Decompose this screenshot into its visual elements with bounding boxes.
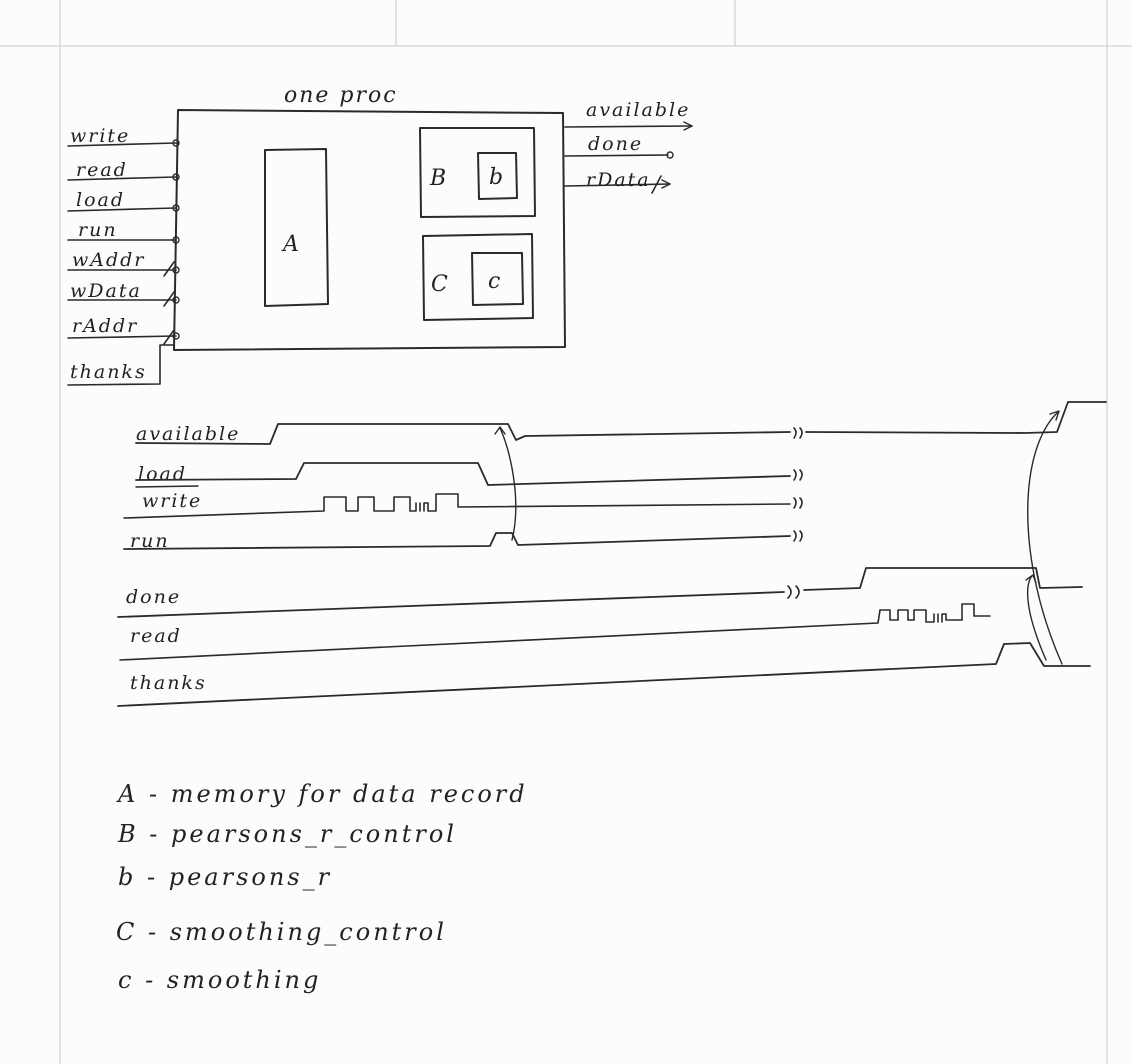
input-label-run: run xyxy=(78,219,118,241)
legend-item-c-lower: c - smoothing xyxy=(118,966,321,994)
input-label-thanks: thanks xyxy=(70,361,147,383)
one-proc-box xyxy=(173,109,566,351)
input-label-wdata: wData xyxy=(70,280,142,302)
module-c-inner-label: c xyxy=(488,269,502,294)
module-b-inner-label: b xyxy=(489,165,505,190)
waveform-load xyxy=(135,462,791,486)
module-c-box xyxy=(422,233,534,321)
timing-label-thanks: thanks xyxy=(130,672,207,694)
module-c-label: C xyxy=(431,272,450,297)
timing-label-read: read xyxy=(130,625,182,647)
timing-waveforms xyxy=(117,401,1107,707)
legend-item-a: A - memory for data record xyxy=(116,780,528,808)
legend-item-c-upper: C - smoothing_control xyxy=(116,918,447,946)
input-label-load: load xyxy=(76,189,125,211)
waveform-done xyxy=(117,567,1083,618)
input-label-waddr: wAddr xyxy=(72,249,145,271)
legend-item-b-lower: b - pearsons_r xyxy=(118,863,332,891)
output-label-available: available xyxy=(586,99,690,121)
input-label-write: write xyxy=(70,125,130,147)
timing-labels: available load write run done read thank… xyxy=(126,423,240,694)
input-wires xyxy=(67,142,177,386)
timing-label-done: done xyxy=(126,586,181,608)
legend-item-b-upper: B - pearsons_r_control xyxy=(117,820,457,848)
module-b-box xyxy=(419,127,536,218)
time-break-marks xyxy=(787,427,803,599)
input-labels: write read load run wAddr wData rAddr th… xyxy=(70,125,147,383)
module-c-inner-box xyxy=(471,252,524,306)
input-label-read: read xyxy=(76,159,128,181)
timing-label-run: run xyxy=(130,530,170,552)
module-a-box xyxy=(264,148,329,307)
timing-label-write: write xyxy=(142,490,202,512)
causality-arrows xyxy=(494,410,1063,665)
block-title: one proc xyxy=(284,83,398,108)
block-diagram: one proc A B b C c xyxy=(67,83,693,386)
legend: A - memory for data record B - pearsons_… xyxy=(116,780,528,994)
output-label-rdata: rData xyxy=(586,169,651,191)
module-b-label: B xyxy=(429,166,448,191)
waveform-thanks xyxy=(117,642,1091,707)
output-wires xyxy=(564,121,693,194)
waveform-available xyxy=(135,401,1107,445)
output-label-done: done xyxy=(588,133,643,155)
timing-label-available: available xyxy=(136,423,240,445)
output-labels: available done rData xyxy=(586,99,690,191)
module-b-inner-box xyxy=(477,152,518,200)
input-markers xyxy=(172,139,180,340)
waveform-read xyxy=(119,603,991,661)
waveform-run xyxy=(123,532,791,550)
module-a-label: A xyxy=(281,232,301,257)
waveform-write xyxy=(123,493,791,519)
input-label-raddr: rAddr xyxy=(72,315,138,337)
timing-diagram: available load write run done read thank… xyxy=(117,401,1107,707)
timing-label-load: load xyxy=(138,463,187,485)
